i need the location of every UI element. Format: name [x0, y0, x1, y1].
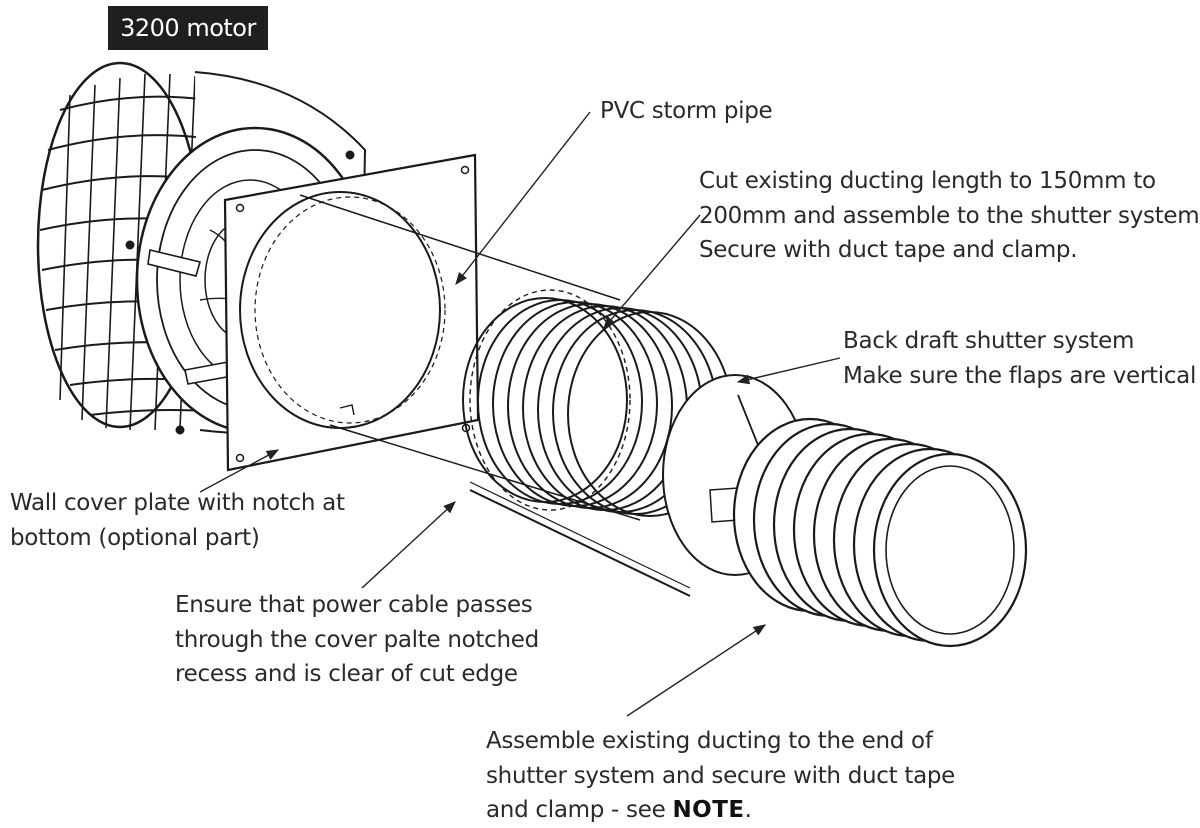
- callout-line: Cut existing ducting length to 150mm to: [699, 168, 1156, 194]
- callout-shutter: Back draft shutter system Make sure the …: [843, 324, 1196, 393]
- arrow-wall-plate: [199, 449, 280, 493]
- callout-line: shutter system and secure with duct tape: [486, 762, 956, 789]
- callout-pvc-pipe: PVC storm pipe: [600, 94, 773, 129]
- callout-text: .: [744, 797, 752, 823]
- callout-line-with-note: and clamp - see NOTE.: [486, 793, 955, 828]
- motor-title-badge: 3200 motor: [108, 6, 268, 50]
- callout-cut-ducting: Cut existing ducting length to 150mm to …: [699, 164, 1200, 268]
- wall-cover-plate: [223, 153, 480, 472]
- callout-arrows: [199, 111, 841, 717]
- callout-line: Assemble existing ducting to the end of: [486, 728, 933, 754]
- arrow-assemble-end: [626, 624, 767, 717]
- arrow-power-cable: [361, 501, 456, 589]
- end-ducting-section: [732, 417, 1028, 648]
- callout-line: PVC storm pipe: [600, 98, 773, 124]
- callout-line: Back draft shutter system: [843, 328, 1135, 354]
- arrow-shutter: [736, 357, 841, 385]
- callout-assemble-end: Assemble existing ducting to the end of …: [486, 724, 955, 828]
- callout-text: and clamp - see: [486, 797, 673, 823]
- callout-line: Make sure the flaps are vertical: [843, 362, 1197, 389]
- callout-line: Secure with duct tape and clamp.: [699, 237, 1078, 263]
- note-reference: NOTE: [672, 797, 745, 823]
- callout-line: Wall cover plate with notch at: [10, 490, 345, 516]
- arrow-cut-ducting: [603, 214, 701, 329]
- callout-line: Ensure that power cable passes: [175, 592, 533, 618]
- callout-line: through the cover palte notched: [175, 626, 539, 653]
- callout-line: 200mm and assemble to the shutter system…: [699, 202, 1200, 229]
- callout-line: bottom (optional part): [10, 524, 260, 551]
- callout-line: recess and is clear of cut edge: [175, 661, 518, 687]
- callout-power-cable: Ensure that power cable passes through t…: [175, 588, 539, 692]
- arrow-pvc-pipe: [455, 111, 591, 285]
- callout-wall-plate: Wall cover plate with notch at bottom (o…: [10, 486, 345, 555]
